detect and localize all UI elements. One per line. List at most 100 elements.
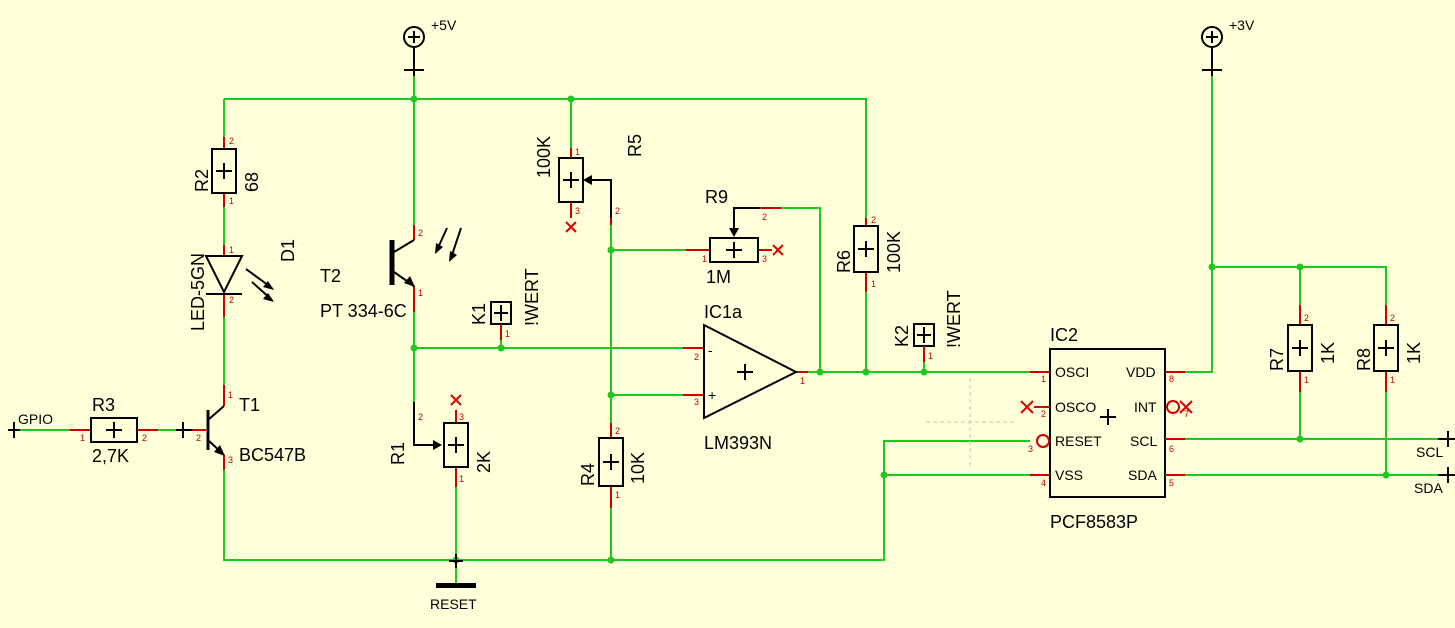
supply-circle (403, 26, 425, 48)
pin (1165, 371, 1185, 476)
plus-icon (106, 422, 122, 438)
pin-number: 1 (1390, 375, 1395, 385)
junction (607, 556, 615, 564)
ic2-pin-int: INT (1134, 399, 1157, 415)
collector-lead (207, 405, 225, 421)
arrow-head (449, 251, 457, 262)
r8-ref: R8 (1354, 348, 1374, 371)
supply-circle (1201, 26, 1223, 48)
testpoint-k1: 1 K1 !WERT (469, 268, 542, 340)
port-mark (1438, 467, 1455, 483)
pin-number: 1 (229, 196, 234, 206)
r2-value: 68 (242, 172, 262, 192)
pin-number: 4 (1041, 478, 1046, 488)
supply-stem (1202, 48, 1222, 76)
resistor-r6: 2 1 R6 100K (834, 215, 904, 292)
wiper-arrow (733, 207, 781, 232)
emitter-arrow (214, 445, 225, 456)
pin-number: 2 (196, 433, 201, 443)
pin-number: 2 (762, 212, 767, 222)
transistor-t1: 1 2 3 T1 BC547B (176, 385, 306, 470)
ic2-pin-vss: VSS (1055, 467, 1083, 483)
r1-value: 2K (474, 451, 494, 473)
port-gpio: GPIO (8, 411, 53, 438)
junction (1296, 435, 1304, 443)
r7-ref: R7 (1267, 348, 1287, 371)
potentiometer-r1: 2 3 1 R1 2K (388, 394, 494, 487)
unconnected-x-icon (450, 394, 462, 406)
origin-guide (926, 378, 1014, 468)
port-sda: SDA (1414, 467, 1455, 496)
resistor-r8: 2 1 R8 1K (1354, 305, 1424, 392)
junction (410, 344, 418, 352)
junction (880, 471, 888, 479)
plus-icon (1100, 409, 1116, 425)
plus-icon (563, 172, 579, 188)
plus-icon (737, 364, 753, 380)
r6-value: 100K (884, 231, 904, 273)
plus-sign: + (708, 387, 716, 403)
pin-number: 8 (1169, 374, 1174, 384)
minus-sign: - (708, 342, 713, 358)
pin-number: 3 (694, 397, 699, 407)
ic2-pin-osco: OSCO (1055, 399, 1096, 415)
k1-ref: K1 (469, 303, 489, 325)
plus-icon (448, 437, 464, 453)
pin-number: 2 (1041, 409, 1046, 419)
t1-value: BC547B (239, 445, 306, 465)
pin-number: 3 (762, 254, 767, 264)
unconnected-x-icon (772, 244, 784, 256)
port-sda-label: SDA (1414, 480, 1443, 496)
pin-number: 2 (615, 206, 620, 216)
pin-number: 1 (871, 279, 876, 289)
pin (1030, 371, 1050, 476)
junction (497, 344, 505, 352)
supply-stem (404, 48, 424, 76)
r8-value: 1K (1404, 342, 1424, 364)
port-mark (8, 422, 20, 438)
ic2-pin-reset: RESET (1055, 433, 1102, 449)
plus-icon (1292, 340, 1308, 356)
plus-icon (1378, 340, 1394, 356)
led-triangle (204, 255, 244, 295)
pin-number: 1 (1041, 374, 1046, 384)
collector-lead (393, 239, 415, 253)
pin-number: 3 (1028, 444, 1033, 454)
ic1-ref: IC1a (704, 302, 743, 322)
pin-number: 5 (1169, 478, 1174, 488)
pin-number: 2 (229, 295, 234, 305)
junction (1382, 471, 1390, 479)
ic2-pin-scl: SCL (1130, 433, 1157, 449)
supply-3v-label: +3V (1229, 17, 1255, 33)
resistor-r7: 2 1 R7 1K (1267, 305, 1338, 392)
ic1-value: LM393N (704, 433, 772, 453)
junction (1208, 263, 1216, 271)
supply-5v-label: +5V (431, 17, 457, 33)
r9-ref: R9 (705, 187, 728, 207)
port-mark (1438, 431, 1455, 447)
port-mark (449, 554, 463, 568)
resistor-r3: 1 2 R3 2,7K (70, 395, 158, 466)
led-d1: 1 2 LED-5GN D1 (188, 239, 298, 331)
pin-number: 7 (1184, 409, 1189, 419)
r4-value: 10K (628, 452, 648, 484)
ic2-ref: IC2 (1050, 325, 1078, 345)
reset-bar (436, 583, 476, 588)
t2-ref: T2 (320, 266, 341, 286)
ic2-pin-vdd: VDD (1126, 364, 1156, 380)
r1-ref: R1 (388, 442, 408, 465)
arrow-head (263, 281, 274, 290)
wire-5v-rail (224, 98, 867, 218)
junction (862, 368, 870, 376)
inverted-pin (1036, 434, 1050, 448)
plus-icon (917, 327, 931, 343)
pin (192, 385, 225, 470)
port-scl-label: SCL (1416, 444, 1443, 460)
supply-3v: +3V (1201, 17, 1255, 76)
pin-number: 2 (418, 228, 423, 238)
arrow-head (263, 293, 274, 302)
junction (607, 391, 615, 399)
wire-plus-input (610, 250, 683, 396)
pin-number: 1 (505, 329, 510, 339)
